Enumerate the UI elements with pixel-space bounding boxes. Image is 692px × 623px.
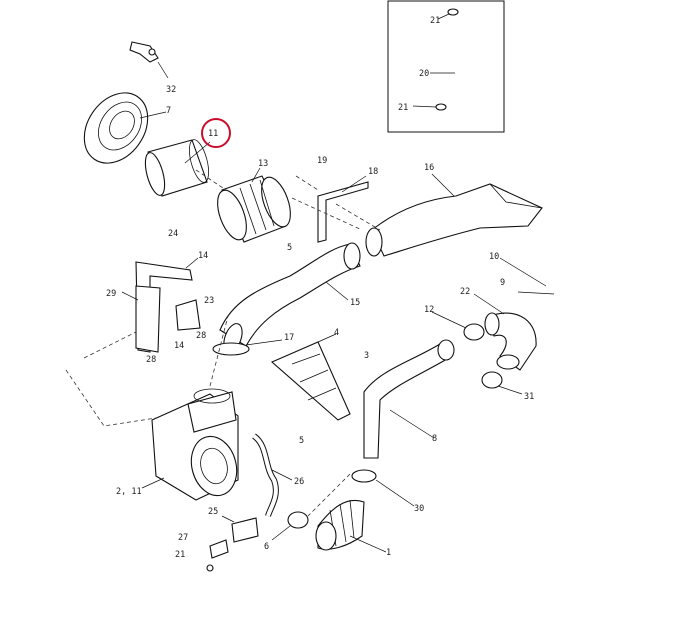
callout-5-top: 5: [287, 243, 292, 253]
callout-32: 32: [166, 85, 176, 95]
mounting-plate-part-4: [270, 333, 351, 421]
callout-17: 17: [284, 333, 294, 343]
filter-element-part-11: [144, 139, 211, 197]
callout-6: 6: [264, 542, 269, 552]
hose-part-26: [251, 433, 293, 517]
clamp-ring-part-17: [212, 339, 283, 356]
callout-8: 8: [432, 434, 437, 444]
clamp-part-6: [271, 511, 309, 541]
callout-1: 1: [386, 548, 391, 558]
hump-hose-part-13: [217, 167, 291, 243]
callout-23: 23: [204, 296, 214, 306]
callout-24: 24: [168, 229, 178, 239]
elbow-part-22: [431, 257, 555, 395]
callout-3: 3: [364, 351, 369, 361]
intake-tube-part-8: [363, 339, 455, 459]
callout-16: 16: [424, 163, 434, 173]
bracket-part-18: [317, 175, 369, 243]
callout-28-top: 28: [196, 331, 206, 341]
callout-4: 4: [334, 328, 339, 338]
callout-labels: 21 20 21 32 7 11 13 19 18 16 5 24 14 10 …: [106, 16, 534, 560]
air-cleaner-housing-part-2: [141, 388, 239, 501]
highlight-circle: [201, 118, 231, 148]
callout-15: 15: [350, 298, 360, 308]
callout-19: 19: [317, 156, 327, 166]
callout-25: 25: [208, 507, 218, 517]
callout-11: 11: [208, 129, 218, 139]
callout-21-mid: 21: [398, 103, 408, 113]
callout-20: 20: [419, 69, 429, 79]
clamp-ring-part-30: [351, 469, 415, 507]
callout-31: 31: [524, 392, 534, 402]
callout-2-11: 2, 11: [116, 487, 142, 497]
callout-30: 30: [414, 504, 424, 514]
callout-21-bottom: 21: [175, 550, 185, 560]
callout-28-bottom: 28: [146, 355, 156, 365]
callout-14-bottom: 14: [174, 341, 184, 351]
mounting-bracket-part-29: [121, 257, 201, 353]
inlet-duct-part-16: [365, 173, 543, 257]
clip-part-32: [129, 41, 169, 79]
inset-detail-box: [387, 0, 505, 133]
assembly-lines: [65, 169, 381, 517]
callout-12: 12: [424, 305, 434, 315]
callout-7: 7: [166, 106, 171, 116]
callout-29: 29: [106, 289, 116, 299]
air-cleaner-cover-part-7: [83, 92, 167, 164]
callout-22: 22: [460, 287, 470, 297]
callout-21-top: 21: [430, 16, 440, 26]
callout-10: 10: [489, 252, 499, 262]
callout-14-top: 14: [198, 251, 208, 261]
valve-part-25: [206, 515, 259, 572]
callout-18: 18: [368, 167, 378, 177]
callout-27: 27: [178, 533, 188, 543]
callout-26: 26: [294, 477, 304, 487]
callout-5-bottom: 5: [299, 436, 304, 446]
callout-13: 13: [258, 159, 268, 169]
callout-9: 9: [500, 278, 505, 288]
flex-hose-part-1: [315, 499, 387, 553]
